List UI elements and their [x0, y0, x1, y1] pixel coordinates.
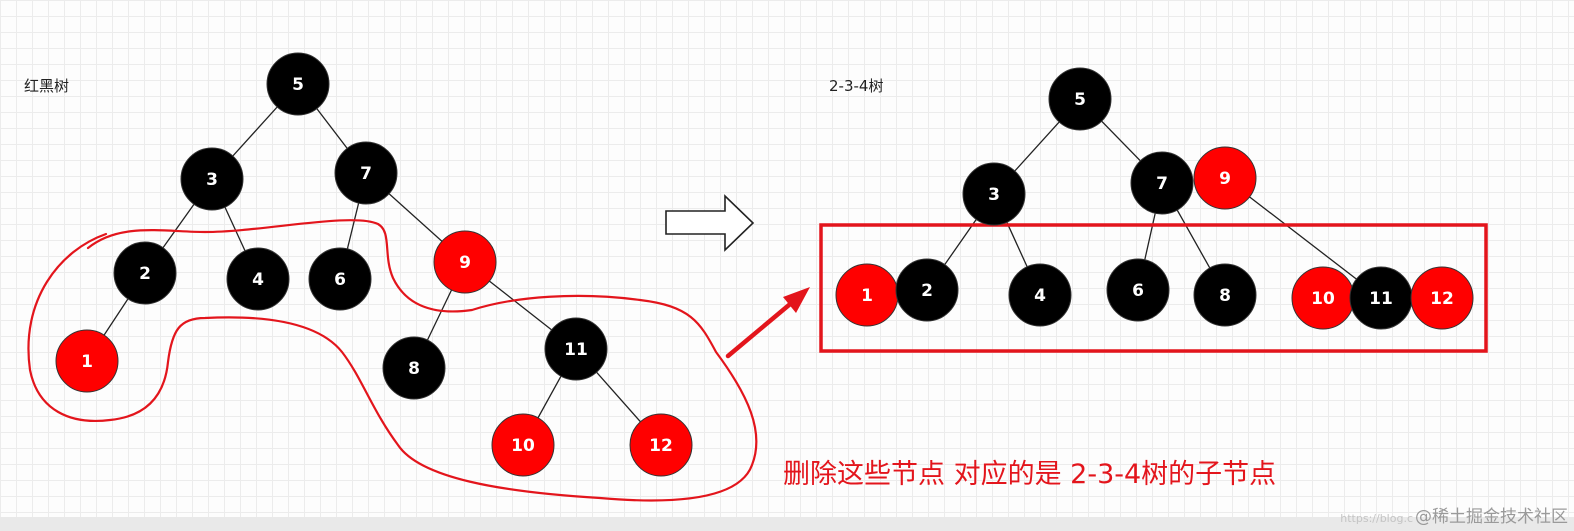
rb-node-label-7: 7: [360, 164, 372, 184]
pointer-arrow-line: [725, 297, 798, 359]
rb-node-circle-9: [433, 230, 497, 294]
rb-node-label-10: 10: [511, 436, 535, 456]
t234-node-label-5: 5: [1074, 90, 1086, 110]
left-tree-title: 红黑树: [24, 77, 70, 95]
t234-node-11: 11: [1349, 266, 1413, 330]
t234-node-label-11: 11: [1369, 289, 1393, 309]
rb-node-6: 6: [308, 247, 372, 311]
rb-node-label-5: 5: [292, 75, 304, 95]
bottom-strip: [0, 517, 1574, 531]
rb-node-10: 10: [491, 413, 555, 477]
t234-node-6: 6: [1106, 258, 1170, 322]
rb-node-circle-10: [491, 413, 555, 477]
t234-node-label-10: 10: [1311, 289, 1335, 309]
t234-node-label-2: 2: [921, 281, 933, 301]
t234-node-circle-5: [1048, 67, 1112, 131]
annotation-caption: 删除这些节点 对应的是 2-3-4树的子节点: [783, 459, 1277, 490]
rb-node-9: 9: [433, 230, 497, 294]
t234-node-3: 3: [962, 162, 1026, 226]
t234-node-circle-8: [1193, 263, 1257, 327]
right-tree-title: 2-3-4树: [829, 77, 884, 95]
t234-node-8: 8: [1193, 263, 1257, 327]
rb-node-12: 12: [629, 413, 693, 477]
rb-node-8: 8: [382, 336, 446, 400]
rb-node-label-4: 4: [252, 270, 264, 290]
t234-node-10: 10: [1291, 266, 1355, 330]
leaf-level-box: [819, 223, 1488, 353]
t234-node-label-3: 3: [988, 185, 1000, 205]
rb-node-label-6: 6: [334, 270, 346, 290]
rb-node-circle-2: [113, 241, 177, 305]
pointer-arrow-head: [783, 287, 810, 313]
rb-node-circle-8: [382, 336, 446, 400]
rb-node-circle-1: [55, 329, 119, 393]
rb-node-5: 5: [266, 52, 330, 116]
t234-edge-9-11: [1224, 177, 1382, 299]
rb-node-1: 1: [55, 329, 119, 393]
t234-node-1: 1: [835, 263, 899, 327]
t234-node-2: 2: [895, 258, 959, 322]
t234-node-circle-7: [1130, 151, 1194, 215]
t234-node-circle-4: [1008, 263, 1072, 327]
t234-node-circle-2: [895, 258, 959, 322]
t234-node-12: 12: [1410, 266, 1474, 330]
t234-node-label-9: 9: [1219, 169, 1231, 189]
rb-node-circle-3: [180, 147, 244, 211]
rb-node-circle-11: [544, 317, 608, 381]
watermark-url: https://blog.c: [1340, 512, 1413, 525]
rb-node-label-9: 9: [459, 253, 471, 273]
watermark-text: @稀土掘金技术社区: [1415, 507, 1568, 527]
t234-node-label-4: 4: [1034, 286, 1046, 306]
deletion-highlight-outline: [27, 219, 758, 502]
watermark: https://blog.c@稀土掘金技术社区: [1340, 502, 1568, 527]
t234-node-circle-9: [1193, 146, 1257, 210]
t234-node-label-1: 1: [861, 286, 873, 306]
rb-node-label-2: 2: [139, 264, 151, 284]
t234-node-7: 7: [1130, 151, 1194, 215]
t234-node-circle-6: [1106, 258, 1170, 322]
rb-node-circle-12: [629, 413, 693, 477]
t234-node-5: 5: [1048, 67, 1112, 131]
rb-node-label-11: 11: [564, 340, 588, 360]
rb-node-label-8: 8: [408, 359, 420, 379]
rb-node-label-1: 1: [81, 352, 93, 372]
red-black-tree-nodes: 5 3 7 2 4 6 9 1 8 11 10 12: [55, 52, 693, 477]
t234-node-label-7: 7: [1156, 174, 1168, 194]
rb-node-circle-4: [226, 247, 290, 311]
rb-node-7: 7: [334, 141, 398, 205]
t234-node-label-12: 12: [1430, 289, 1454, 309]
rb-node-label-12: 12: [649, 436, 673, 456]
rb-node-2: 2: [113, 241, 177, 305]
transform-arrow: [665, 194, 755, 252]
t234-node-circle-3: [962, 162, 1026, 226]
rb-node-circle-7: [334, 141, 398, 205]
rb-node-4: 4: [226, 247, 290, 311]
rb-node-3: 3: [180, 147, 244, 211]
rb-node-circle-6: [308, 247, 372, 311]
t234-node-9: 9: [1193, 146, 1257, 210]
t234-node-circle-12: [1410, 266, 1474, 330]
t234-node-label-6: 6: [1132, 281, 1144, 301]
rb-node-11: 11: [544, 317, 608, 381]
t234-node-4: 4: [1008, 263, 1072, 327]
t234-node-label-8: 8: [1219, 286, 1231, 306]
rb-node-label-3: 3: [206, 170, 218, 190]
rb-node-circle-5: [266, 52, 330, 116]
